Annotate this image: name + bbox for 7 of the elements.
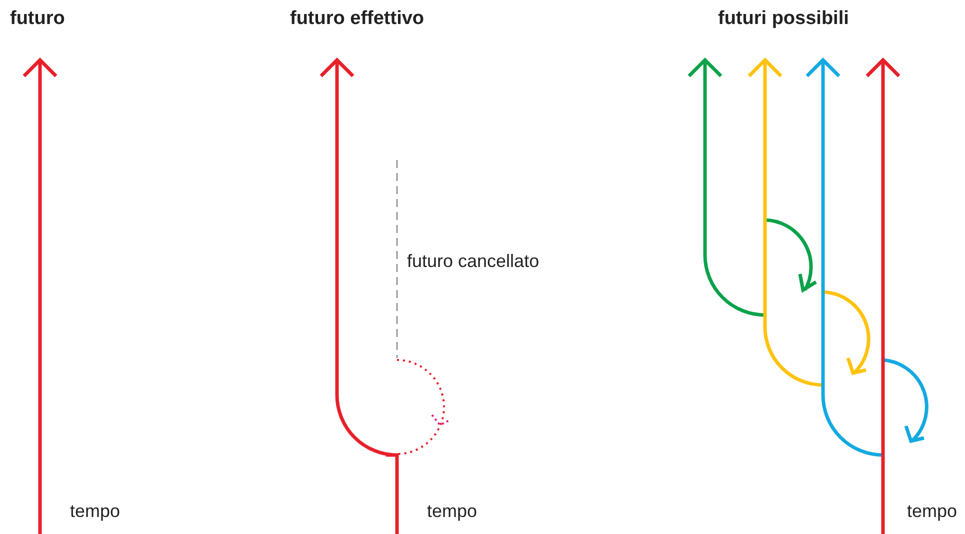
axis-label: tempo: [907, 501, 958, 522]
axis-label: tempo: [70, 501, 120, 522]
panel-heading: futuri possibili: [718, 8, 849, 30]
axis-label: tempo: [427, 501, 478, 522]
annotation: futuro cancellato: [407, 251, 540, 272]
panel-heading: futuro effettivo: [290, 8, 424, 30]
panel-heading: futuro: [10, 8, 65, 30]
